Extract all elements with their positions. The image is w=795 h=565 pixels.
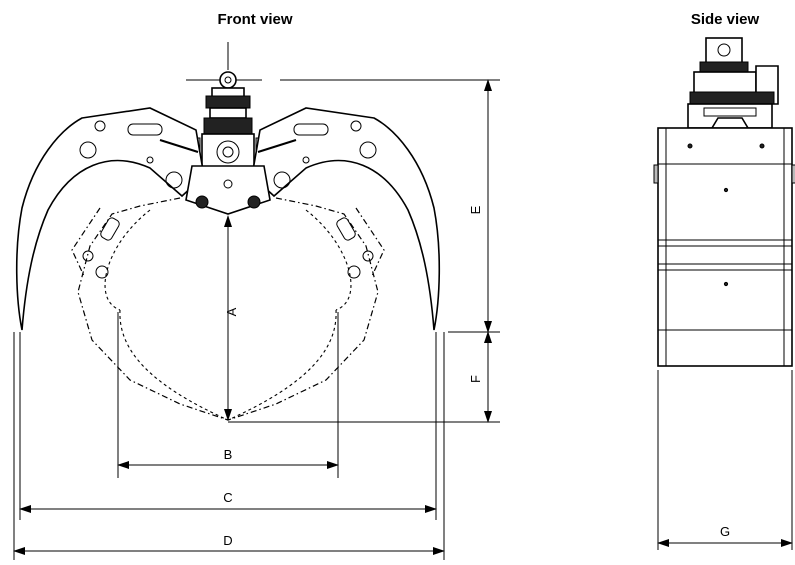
dimension-b-label: B xyxy=(224,447,233,462)
dimension-e-label: E xyxy=(468,205,483,214)
dimension-f-label: F xyxy=(468,375,483,383)
front-view: A B C D E F xyxy=(13,42,500,560)
side-rotator xyxy=(687,37,779,129)
front-view-title: Front view xyxy=(217,11,292,28)
left-outer-arm xyxy=(15,107,205,331)
right-outer-arm xyxy=(251,107,441,331)
side-view-title: Side view xyxy=(691,11,760,28)
side-view: G xyxy=(653,37,795,550)
dimension-c-label: C xyxy=(223,490,232,505)
side-tine-body xyxy=(653,127,795,367)
dimension-g-label: G xyxy=(720,524,730,539)
dimension-d-label: D xyxy=(223,533,232,548)
central-hinge xyxy=(185,165,271,215)
closed-arms-outline xyxy=(71,197,385,421)
dimension-a-label: A xyxy=(224,307,239,316)
